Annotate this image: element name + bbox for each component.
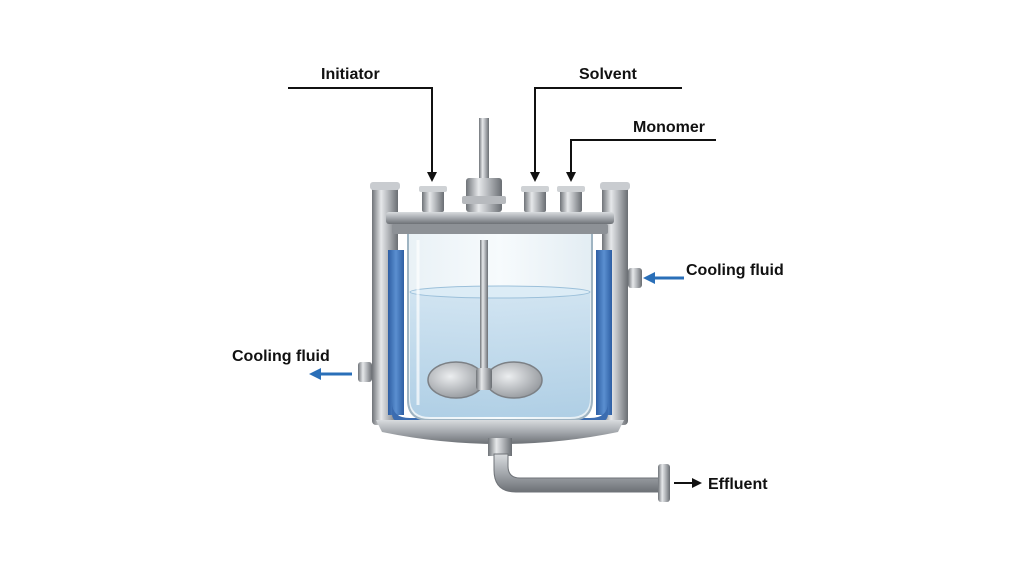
cooling-inlet-port	[628, 268, 642, 288]
monomer-label: Monomer	[633, 119, 705, 136]
monomer-nozzle	[557, 186, 585, 212]
frame	[370, 182, 630, 425]
monomer-arrow	[566, 139, 716, 182]
cooling-fluid-out-label: Cooling fluid	[232, 348, 330, 365]
effluent-label: Effluent	[708, 476, 768, 493]
agitator	[427, 118, 543, 399]
initiator-nozzle	[419, 186, 447, 212]
bottom-assembly	[376, 420, 670, 502]
feed-arrows	[288, 87, 716, 488]
outlet-pipe	[493, 453, 665, 493]
shaft-top	[479, 118, 489, 190]
cooling-ports	[358, 268, 642, 382]
cooling-outlet-port	[358, 362, 372, 382]
shaft	[480, 240, 488, 380]
initiator-label: Initiator	[321, 66, 380, 83]
outlet-flange	[658, 464, 670, 502]
cooling-arrows	[309, 272, 684, 380]
lid	[386, 178, 614, 234]
solvent-nozzle	[521, 186, 549, 212]
initiator-arrow	[288, 87, 437, 182]
solvent-arrow	[530, 87, 682, 182]
impeller-icon	[427, 361, 543, 399]
solvent-label: Solvent	[579, 66, 637, 83]
cooling-fluid-in-label: Cooling fluid	[686, 262, 784, 279]
motor-hub	[466, 178, 502, 212]
liquid	[410, 288, 590, 417]
